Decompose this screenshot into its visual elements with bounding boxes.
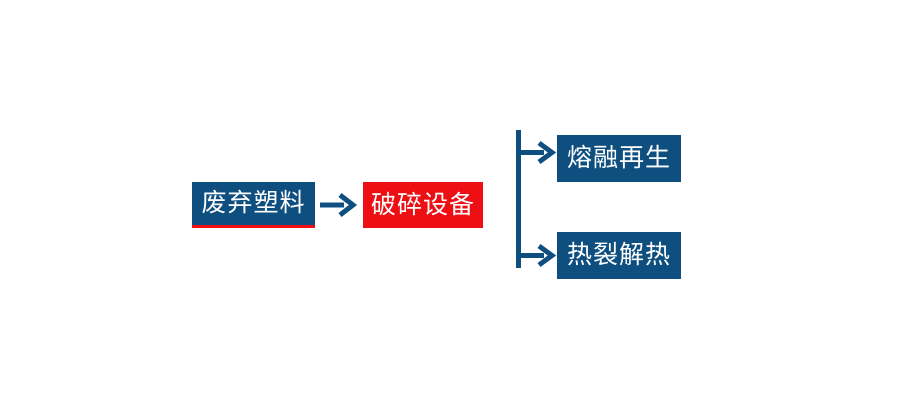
node-pyrolysis-heat-label: 热裂解热 xyxy=(566,241,671,269)
node-waste-plastic-label: 废弃塑料 xyxy=(201,189,306,217)
node-melt-regeneration[interactable]: 熔融再生 xyxy=(557,135,681,182)
node-waste-plastic[interactable]: 废弃塑料 xyxy=(192,182,315,228)
arrow-right-icon xyxy=(318,190,358,220)
node-crushing-equipment-label: 破碎设备 xyxy=(370,190,475,219)
node-crushing-equipment[interactable]: 破碎设备 xyxy=(363,182,483,228)
branch-arrows-icon xyxy=(508,126,566,276)
node-pyrolysis-heat[interactable]: 热裂解热 xyxy=(557,232,681,279)
node-melt-regeneration-label: 熔融再生 xyxy=(566,144,671,172)
